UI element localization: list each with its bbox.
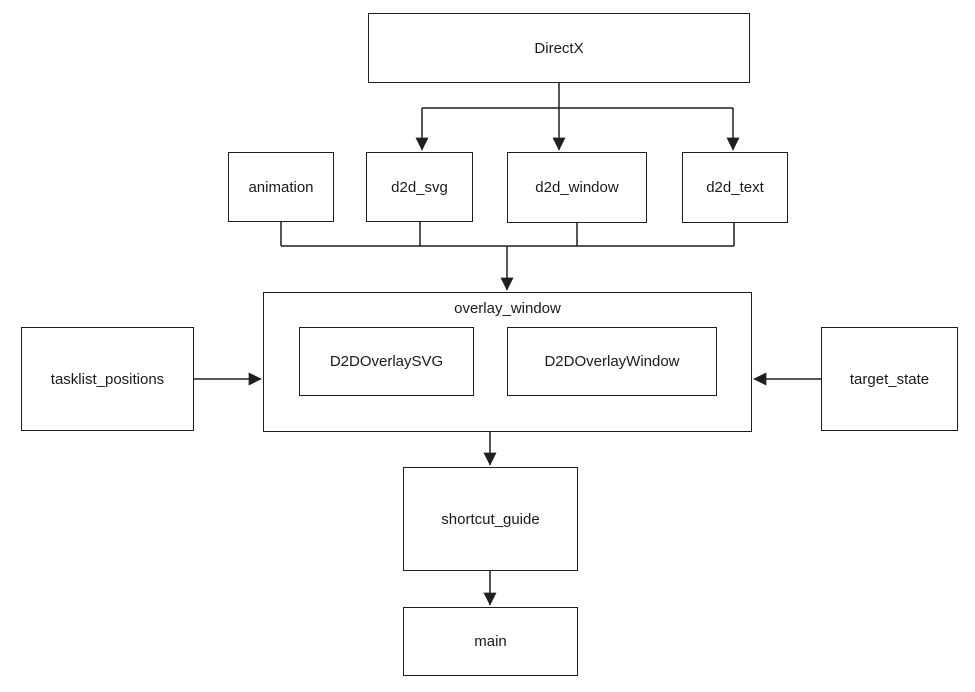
node-d2d-text-label: d2d_text [706, 179, 764, 196]
node-directx: DirectX [368, 13, 750, 83]
node-d2d-window-label: d2d_window [535, 179, 619, 196]
node-tasklist-positions: tasklist_positions [21, 327, 194, 431]
node-d2d-overlay-window: D2DOverlayWindow [507, 327, 717, 396]
node-d2d-window: d2d_window [507, 152, 647, 223]
node-shortcut-guide: shortcut_guide [403, 467, 578, 571]
node-animation: animation [228, 152, 334, 222]
node-main: main [403, 607, 578, 676]
node-shortcut-guide-label: shortcut_guide [441, 510, 540, 528]
node-target-state-label: target_state [849, 370, 930, 388]
edge-directx-trunk [422, 83, 733, 109]
node-d2d-overlay-window-label: D2DOverlayWindow [544, 353, 680, 370]
node-overlay-window-label: overlay_window [454, 300, 561, 317]
edge-modules-bus [280, 222, 735, 247]
node-tasklist-positions-label: tasklist_positions [50, 370, 165, 388]
node-directx-label: DirectX [534, 39, 584, 57]
node-d2d-overlay-svg: D2DOverlaySVG [299, 327, 474, 396]
node-d2d-svg: d2d_svg [366, 152, 473, 222]
node-d2d-overlay-svg-label: D2DOverlaySVG [329, 353, 444, 370]
node-main-label: main [474, 633, 507, 650]
node-d2d-text: d2d_text [682, 152, 788, 223]
node-target-state: target_state [821, 327, 958, 431]
node-animation-label: animation [248, 178, 314, 196]
node-d2d-svg-label: d2d_svg [391, 178, 448, 196]
